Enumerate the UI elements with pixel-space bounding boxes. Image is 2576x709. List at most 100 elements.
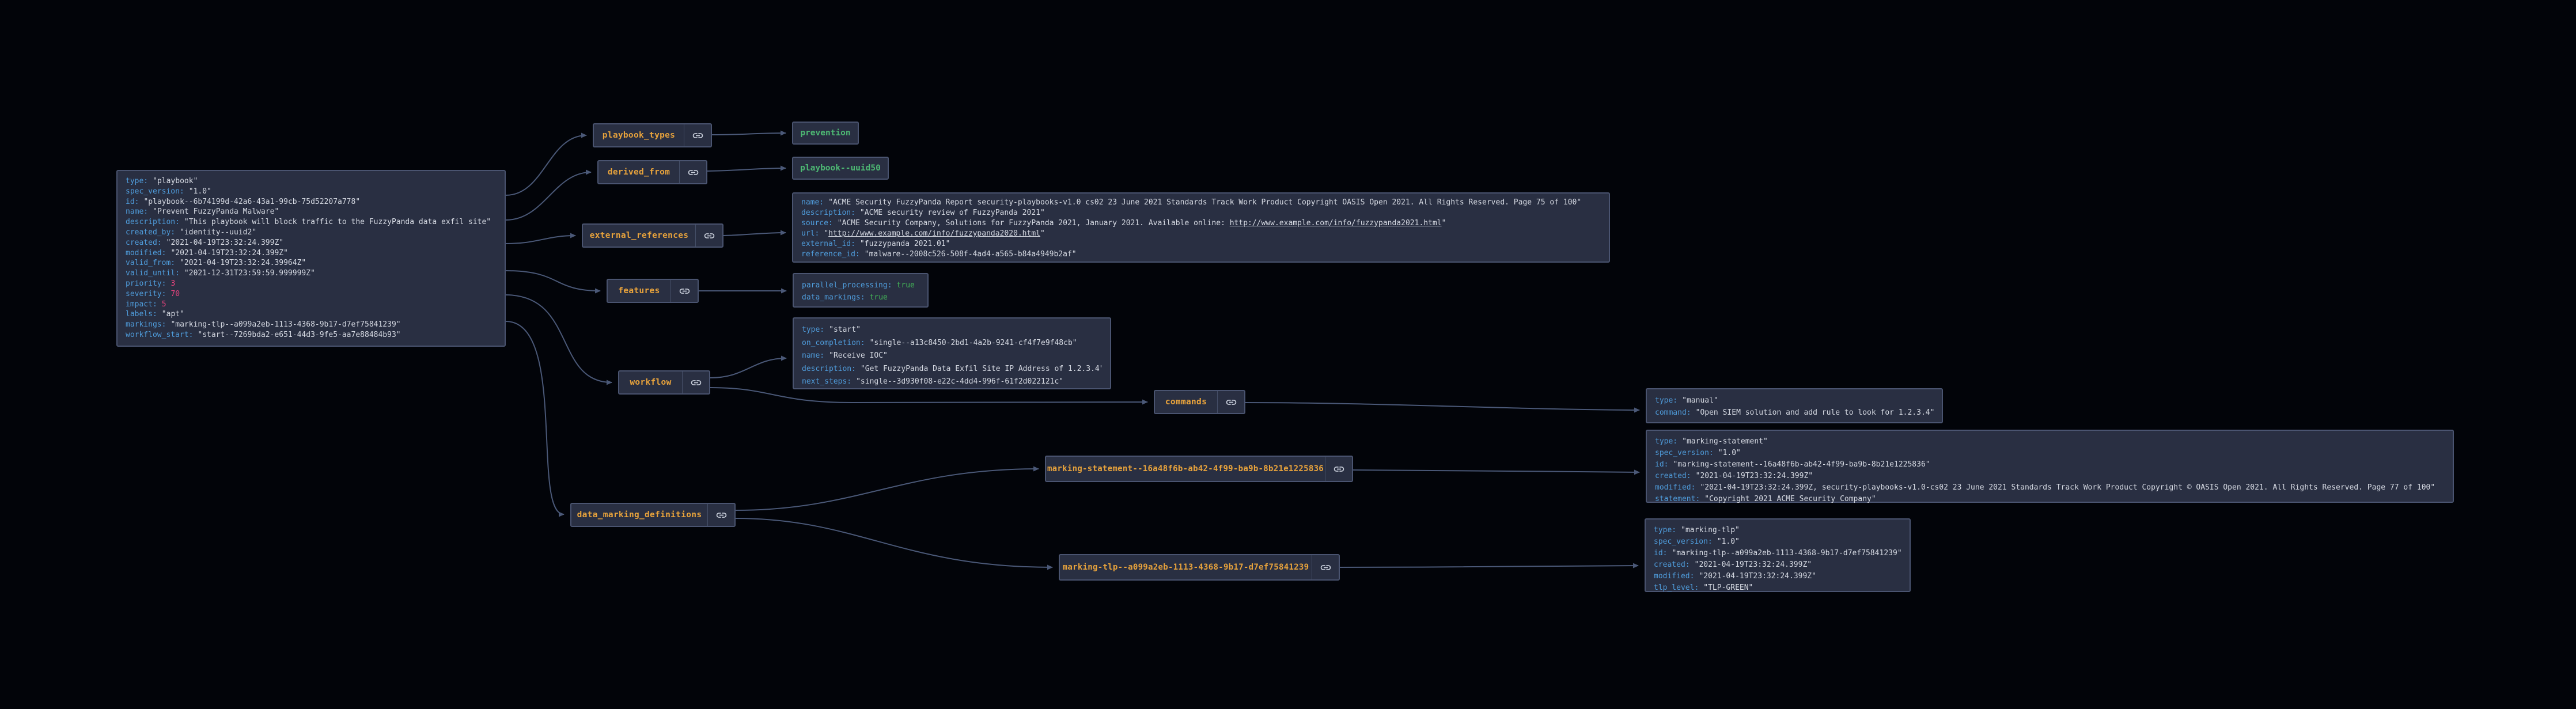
features-node[interactable]: features: [607, 279, 699, 303]
kv-line: reference_id:"malware--2008c526-508f-4ad…: [801, 250, 1077, 259]
marking-statement-detail-node[interactable]: type:"marking-statement" spec_version:"1…: [1646, 430, 2454, 503]
reference-url-link[interactable]: http://www.example.com/info/fuzzypanda20…: [828, 229, 1040, 238]
kv-line: created:"2021-04-19T23:32:24.399Z": [1654, 560, 1812, 569]
derived-from-label: derived_from: [607, 168, 670, 177]
kv-line: type:"marking-statement": [1655, 437, 1768, 446]
marking-tlp-detail-node[interactable]: type:"marking-tlp" spec_version:"1.0" id…: [1645, 518, 1911, 592]
kv-line: id:"marking-tlp--a099a2eb-1113-4368-9b17…: [1654, 549, 1901, 558]
kv-line: statement:"Copyright 2021 ACME Security …: [1655, 495, 1876, 503]
kv-line: created:"2021-04-19T23:32:24.399Z": [126, 238, 284, 247]
derived-from-value-node[interactable]: playbook--uuid50: [792, 157, 889, 180]
kv-line: name:"Prevent FuzzyPanda Malware": [126, 207, 279, 217]
kv-line: markings:"marking-tlp--a099a2eb-1113-436…: [126, 320, 401, 329]
playbook-node[interactable]: type:"playbook" spec_version:"1.0" id:"p…: [116, 170, 506, 347]
kv-line: labels:"apt": [126, 310, 184, 319]
kv-line: created:"2021-04-19T23:32:24.399Z": [1655, 472, 1813, 480]
link-icon[interactable]: [1325, 457, 1352, 481]
edge-playbook-to-data-marking-definitions: [505, 321, 565, 517]
data-marking-definitions-label: data_marking_definitions: [577, 510, 702, 520]
playbook-type-value: prevention: [800, 128, 851, 138]
edge-dmd-to-marking-tlp: [735, 518, 1053, 570]
kv-line: valid_until:"2021-12-31T23:59:59.999999Z…: [126, 269, 315, 278]
kv-line: tlp_level:"TLP-GREEN": [1654, 583, 1753, 592]
workflow-label: workflow: [630, 378, 672, 387]
kv-line: on_completion:"single--a13c8450-2bd1-4a2…: [802, 338, 1077, 347]
external-references-node[interactable]: external_references: [582, 223, 723, 248]
marking-tlp-label: marking-tlp--a099a2eb-1113-4368-9b17-d7e…: [1062, 563, 1309, 572]
kv-line: name:"Receive IOC": [802, 351, 888, 360]
marking-statement-node[interactable]: marking-statement--16a48f6b-ab42-4f99-ba…: [1045, 456, 1353, 482]
kv-line: source:"ACME Security Company, Solutions…: [801, 219, 1446, 228]
workflow-node[interactable]: workflow: [618, 370, 710, 395]
link-icon[interactable]: [1312, 555, 1339, 579]
kv-line: description:"ACME security review of Fuz…: [801, 208, 1045, 217]
kv-line: type:"playbook": [126, 177, 198, 185]
link-icon[interactable]: [684, 124, 711, 146]
external-references-detail-node[interactable]: name:"ACME Security FuzzyPanda Report se…: [792, 192, 1610, 263]
external-references-label: external_references: [589, 231, 689, 240]
kv-line: spec_version:"1.0": [1655, 449, 1741, 457]
derived-from-node[interactable]: derived_from: [597, 160, 707, 184]
kv-line: name:"ACME Security FuzzyPanda Report se…: [801, 198, 1582, 207]
kv-line: type:"marking-tlp": [1654, 526, 1740, 534]
kv-line: type:"start": [802, 325, 861, 334]
kv-line: severity:70: [126, 289, 180, 298]
edge-workflow-to-commands: [710, 387, 1148, 405]
kv-line: url:"http://www.example.com/info/fuzzypa…: [801, 229, 1045, 238]
kv-line: command:"Open SIEM solution and add rule…: [1655, 408, 1934, 417]
kv-line: id:"playbook--6b74199d-42a6-43a1-99cb-75…: [126, 197, 361, 206]
edge-commands-to-detail: [1245, 402, 1640, 413]
kv-line: description:"Get FuzzyPanda Data Exfil S…: [802, 364, 1102, 373]
kv-line: spec_version:"1.0": [1654, 537, 1740, 546]
kv-line: workflow_start:"start--7269bda2-e651-44d…: [126, 330, 401, 339]
edge-marking-tlp-to-detail: [1339, 563, 1639, 568]
kv-line: id:"marking-statement--16a48f6b-ab42-4f9…: [1655, 460, 1930, 469]
edge-workflow-to-detail: [710, 355, 787, 378]
marking-statement-label: marking-statement--16a48f6b-ab42-4f99-ba…: [1047, 464, 1324, 473]
link-icon[interactable]: [670, 280, 698, 302]
commands-label: commands: [1165, 397, 1207, 407]
kv-line: next_steps:"single--3d930f08-e22c-4dd4-9…: [802, 377, 1064, 386]
kv-line: valid_from:"2021-04-19T23:32:24.39964Z": [126, 259, 306, 268]
prevention-value-node[interactable]: prevention: [792, 122, 859, 145]
kv-line: modified:"2021-04-19T23:32:24.399Z": [126, 248, 288, 257]
workflow-start-detail-node[interactable]: type:"start" on_completion:"single--a13c…: [793, 317, 1111, 389]
commands-detail-node[interactable]: type:"manual" command:"Open SIEM solutio…: [1646, 388, 1943, 423]
edge-external-references-to-detail: [723, 230, 786, 236]
edge-playbook-to-derived-from: [505, 169, 592, 221]
link-icon[interactable]: [1217, 391, 1244, 413]
kv-line: impact:5: [126, 299, 166, 309]
marking-tlp-node[interactable]: marking-tlp--a099a2eb-1113-4368-9b17-d7e…: [1059, 554, 1340, 581]
playbook-types-node[interactable]: playbook_types: [593, 123, 712, 147]
kv-line: data_markings:true: [802, 293, 888, 302]
edge-dmd-to-marking-statement: [735, 466, 1039, 511]
edge-marking-statement-to-detail: [1353, 469, 1640, 475]
kv-line: type:"manual": [1655, 396, 1718, 405]
features-detail-node[interactable]: parallel_processing:true data_markings:t…: [793, 273, 929, 308]
edge-playbook-types-to-prevention: [711, 130, 786, 136]
kv-line: parallel_processing:true: [802, 281, 915, 290]
derived-from-value: playbook--uuid50: [800, 164, 881, 173]
edge-derived-from-to-value: [707, 165, 786, 172]
features-label: features: [618, 286, 660, 295]
link-icon[interactable]: [707, 504, 734, 526]
edge-playbook-to-features: [505, 270, 601, 294]
edge-playbook-to-external-references: [505, 233, 576, 244]
kv-line: priority:3: [126, 279, 176, 288]
link-icon[interactable]: [695, 225, 722, 247]
commands-node[interactable]: commands: [1154, 390, 1245, 414]
kv-line: spec_version:"1.0": [126, 187, 211, 196]
kv-line: modified:"2021-04-19T23:32:24.399Z, secu…: [1655, 483, 2435, 492]
data-marking-definitions-node[interactable]: data_marking_definitions: [570, 503, 736, 527]
edge-playbook-to-playbook-types: [505, 132, 587, 196]
link-icon[interactable]: [682, 371, 709, 393]
kv-line: modified:"2021-04-19T23:32:24.399Z": [1654, 572, 1816, 581]
link-icon[interactable]: [679, 161, 706, 183]
source-url-link[interactable]: http://www.example.com/info/fuzzypanda20…: [1229, 219, 1442, 228]
kv-line: description:"This playbook will block tr…: [126, 218, 491, 227]
edge-playbook-to-workflow: [505, 294, 612, 385]
kv-line: created_by:"identity--uuid2": [126, 228, 257, 237]
playbook-types-label: playbook_types: [602, 131, 676, 140]
